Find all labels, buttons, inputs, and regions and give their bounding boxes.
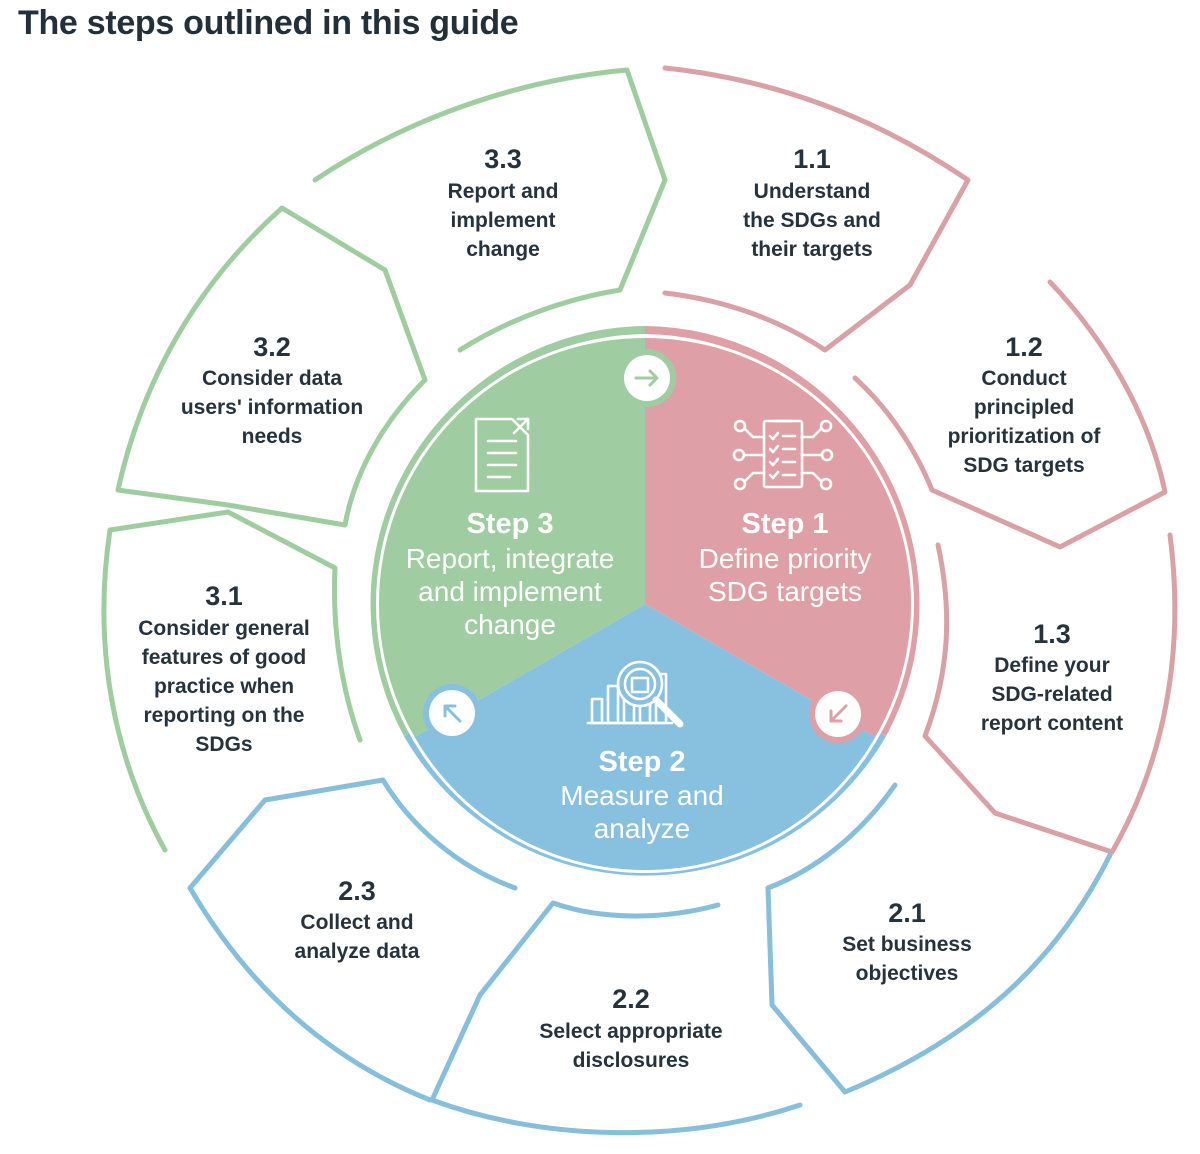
substep-1-3-line-2: SDG-related — [991, 683, 1112, 706]
substep-2-2: 2.2 Select appropriate disclosures — [539, 984, 722, 1072]
substep-1-2-line-2: principled — [974, 396, 1074, 419]
ring-step3-arc — [370, 326, 646, 736]
segment-3-1-outline — [101, 509, 363, 853]
substep-2-1: 2.1 Set business objectives — [842, 898, 972, 985]
segment-1-2-outline — [852, 279, 1168, 550]
substep-2-3-line-1: Collect and — [300, 911, 413, 934]
inner-ring — [370, 326, 920, 876]
substep-3-1: 3.1 Consider general features of good pr… — [138, 581, 310, 756]
substep-2-1-number: 2.1 — [888, 898, 926, 928]
substep-3-2-line-3: needs — [242, 425, 303, 448]
segment-1-3-outline — [922, 532, 1178, 855]
outer-segments — [101, 65, 1178, 1136]
substep-3-3-number: 3.3 — [484, 144, 522, 174]
substep-1-1-line-1: Understand — [754, 180, 871, 203]
substep-3-2-number: 3.2 — [253, 332, 291, 362]
substep-2-1-line-1: Set business — [842, 933, 972, 956]
substep-3-2: 3.2 Consider data users' information nee… — [181, 332, 363, 448]
substep-3-1-line-2: features of good — [142, 646, 307, 669]
step-2-heading: Step 2 — [598, 746, 685, 778]
step-1-heading: Step 1 — [741, 508, 828, 540]
step-2: Step 2 Measure and analyze — [560, 660, 724, 844]
step-3-line-1: Report, integrate — [406, 543, 615, 574]
step-3-heading: Step 3 — [466, 508, 553, 540]
step-3: Step 3 Report, integrate and implement c… — [406, 417, 615, 640]
segment-3-3-outline — [312, 67, 668, 353]
substep-3-1-line-4: reporting on the — [144, 704, 305, 727]
substep-2-2-line-1: Select appropriate — [539, 1020, 722, 1043]
substep-1-2: 1.2 Conduct principled prioritization of… — [948, 332, 1102, 477]
substep-2-3-line-2: analyze data — [295, 940, 420, 963]
substep-2-2-line-2: disclosures — [573, 1049, 690, 1072]
substep-1-3-number: 1.3 — [1033, 619, 1071, 649]
substep-1-2-number: 1.2 — [1005, 332, 1043, 362]
checklist-network-icon — [732, 419, 834, 491]
arrow-up-left-icon — [423, 684, 481, 742]
substep-3-1-number: 3.1 — [205, 581, 243, 611]
substep-3-1-line-5: SDGs — [195, 733, 252, 756]
substep-3-2-line-2: users' information — [181, 396, 363, 419]
substep-2-2-number: 2.2 — [612, 984, 650, 1014]
substep-1-3: 1.3 Define your SDG-related report conte… — [981, 619, 1123, 735]
step-3-line-2: and implement — [418, 576, 602, 607]
page-title: The steps outlined in this guide — [18, 4, 519, 42]
substep-2-3: 2.3 Collect and analyze data — [295, 876, 420, 963]
substep-1-2-line-3: prioritization of — [948, 425, 1102, 448]
step2-wedge — [414, 604, 876, 871]
substep-3-1-line-3: practice when — [154, 675, 294, 698]
substep-3-3-line-3: change — [466, 238, 540, 261]
substep-3-3: 3.3 Report and implement change — [448, 144, 559, 261]
substep-3-3-line-1: Report and — [448, 180, 559, 203]
substep-2-1-line-2: objectives — [856, 962, 959, 985]
substep-3-2-line-1: Consider data — [202, 367, 342, 390]
substep-3-1-line-1: Consider general — [138, 617, 310, 640]
ring-step1-arc — [644, 326, 920, 736]
segment-2-3-outline — [187, 777, 518, 1103]
substep-1-1: 1.1 Understand the SDGs and their target… — [743, 144, 881, 261]
step1-wedge — [645, 338, 912, 737]
segment-1-1-outline — [662, 65, 971, 353]
step-1: Step 1 Define priority SDG targets — [699, 419, 872, 607]
substep-1-1-number: 1.1 — [793, 144, 831, 174]
substep-1-2-line-1: Conduct — [981, 367, 1066, 390]
substep-1-1-line-2: the SDGs and — [743, 209, 881, 232]
step-3-line-3: change — [464, 609, 556, 640]
segment-2-1-outline — [765, 782, 1113, 1095]
step-1-line-1: Define priority — [699, 543, 872, 574]
step-2-line-2: analyze — [594, 813, 691, 844]
step-2-line-1: Measure and — [560, 780, 723, 811]
segment-3-2-outline — [115, 205, 428, 528]
substep-3-3-line-2: implement — [450, 209, 555, 232]
arrow-right-icon — [618, 349, 676, 407]
substep-2-3-number: 2.3 — [338, 876, 376, 906]
substep-1-1-line-3: their targets — [751, 238, 872, 261]
segment-2-2-outline — [429, 900, 803, 1136]
substep-1-3-line-3: report content — [981, 712, 1123, 735]
step3-wedge — [378, 337, 645, 737]
step-1-line-2: SDG targets — [708, 576, 862, 607]
substep-1-2-line-4: SDG targets — [963, 454, 1084, 477]
substep-1-3-line-1: Define your — [994, 654, 1110, 677]
arrow-down-left-icon — [809, 685, 867, 743]
magnifier-bar-chart-icon — [586, 660, 684, 728]
document-export-icon — [474, 417, 530, 493]
